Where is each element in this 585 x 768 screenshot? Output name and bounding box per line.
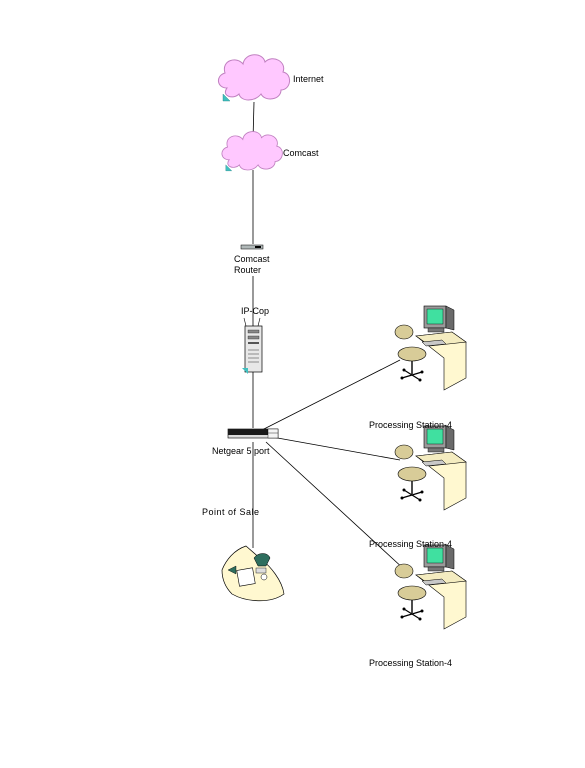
server-tower-icon [242, 317, 263, 374]
comcast-router-label-line2: Router [234, 265, 262, 275]
comcast-cloud-icon [221, 131, 283, 172]
comcast-label: Comcast [283, 148, 319, 158]
router-icon [240, 244, 264, 250]
workstation-icon [394, 305, 467, 391]
switch-label: Netgear 5 port [212, 446, 270, 456]
station-label: Processing Station-4 [369, 539, 453, 549]
link-switch-station-3 [265, 441, 406, 571]
connections [252, 101, 406, 571]
ipcop-label: IP-Cop [241, 306, 270, 316]
internet-label: Internet [293, 74, 324, 84]
workstation-icon [394, 425, 467, 511]
workstation-icon [394, 544, 467, 630]
internet-cloud-icon [217, 54, 291, 102]
link-switch-station-1 [261, 359, 401, 431]
station-label: Processing Station-4 [369, 658, 453, 668]
point-of-sale-label: Point of Sale [202, 507, 260, 517]
station-label: Processing Station-4 [369, 420, 453, 430]
point-of-sale-desk-icon [221, 545, 285, 602]
network-switch-icon [227, 428, 279, 439]
link-switch-station-2 [271, 436, 401, 461]
comcast-router-label-line1: Comcast [234, 254, 270, 264]
